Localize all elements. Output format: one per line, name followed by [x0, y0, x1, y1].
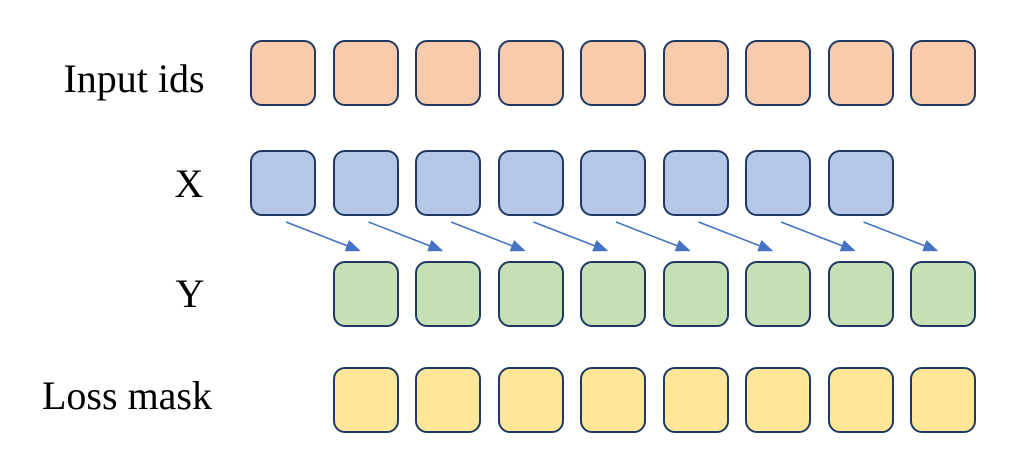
token-cell-y-3 — [497, 261, 564, 327]
token-cell-x-7 — [745, 150, 811, 216]
token-cell-input-ids-2 — [332, 40, 399, 106]
token-cell-input-ids-4 — [497, 40, 564, 106]
token-cell-x-4 — [497, 150, 564, 216]
token-cell-input-ids-3 — [415, 40, 481, 106]
token-cell-input-ids-1 — [250, 40, 316, 106]
token-cell-loss-mask-3 — [497, 367, 564, 433]
token-cell-loss-mask-1 — [332, 367, 399, 433]
row-label-loss-mask: Loss mask — [42, 373, 212, 418]
row-label-x: X — [174, 161, 204, 206]
token-cell-loss-mask-5 — [662, 367, 729, 433]
token-cell-x-1 — [250, 150, 316, 216]
token-cell-input-ids-9 — [910, 40, 976, 106]
token-cell-x-5 — [580, 150, 646, 216]
token-cell-y-6 — [745, 261, 811, 327]
token-cell-input-ids-5 — [580, 40, 646, 106]
token-cell-loss-mask-7 — [827, 367, 894, 433]
token-cell-input-ids-6 — [662, 40, 729, 106]
token-cell-y-5 — [662, 261, 729, 327]
row-label-input-ids: Input ids — [63, 56, 205, 101]
token-cell-y-7 — [827, 261, 894, 327]
token-cell-y-2 — [415, 261, 481, 327]
token-cell-loss-mask-8 — [910, 367, 976, 433]
token-cell-x-3 — [415, 150, 481, 216]
token-cell-loss-mask-2 — [415, 367, 481, 433]
token-cell-y-8 — [910, 261, 976, 327]
token-cell-x-6 — [662, 150, 729, 216]
token-cell-x-2 — [332, 150, 399, 216]
token-cell-loss-mask-4 — [580, 367, 646, 433]
token-cell-y-4 — [580, 261, 646, 327]
token-cell-y-1 — [332, 261, 399, 327]
row-label-y: Y — [175, 271, 205, 316]
token-cell-loss-mask-6 — [745, 367, 811, 433]
token-cell-input-ids-7 — [745, 40, 811, 106]
token-cell-x-8 — [827, 150, 894, 216]
token-cell-input-ids-8 — [827, 40, 894, 106]
